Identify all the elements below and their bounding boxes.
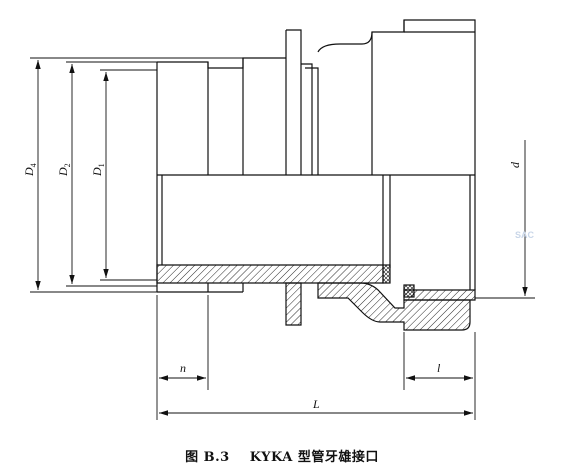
label-l: l: [437, 361, 441, 375]
section-view: [156, 264, 476, 331]
flange-section: [285, 282, 302, 326]
dimension-lines: [30, 57, 535, 420]
sac-watermark: SAC: [515, 230, 535, 240]
seal-ring-1: [382, 264, 391, 284]
spigot-outline: [157, 57, 286, 69]
label-L: L: [312, 397, 320, 411]
nut-section: [317, 282, 471, 331]
figure-title: KYKA 型管牙雄接口: [249, 450, 379, 465]
label-d2: D2: [56, 163, 72, 177]
label-small-d: d: [508, 161, 522, 168]
label-d1: D1: [90, 163, 106, 177]
flange-outline: [286, 29, 302, 175]
label-n: n: [180, 361, 186, 375]
coupling-outline: [156, 19, 476, 292]
label-d4: D4: [22, 163, 38, 177]
spigot-section: [156, 264, 384, 284]
figure-caption: 图 B.3 KYKA 型管牙雄接口: [0, 446, 564, 465]
figure-number: 图 B.3: [185, 450, 230, 465]
socket-section: [403, 289, 476, 301]
seal-ring-2: [403, 284, 415, 298]
